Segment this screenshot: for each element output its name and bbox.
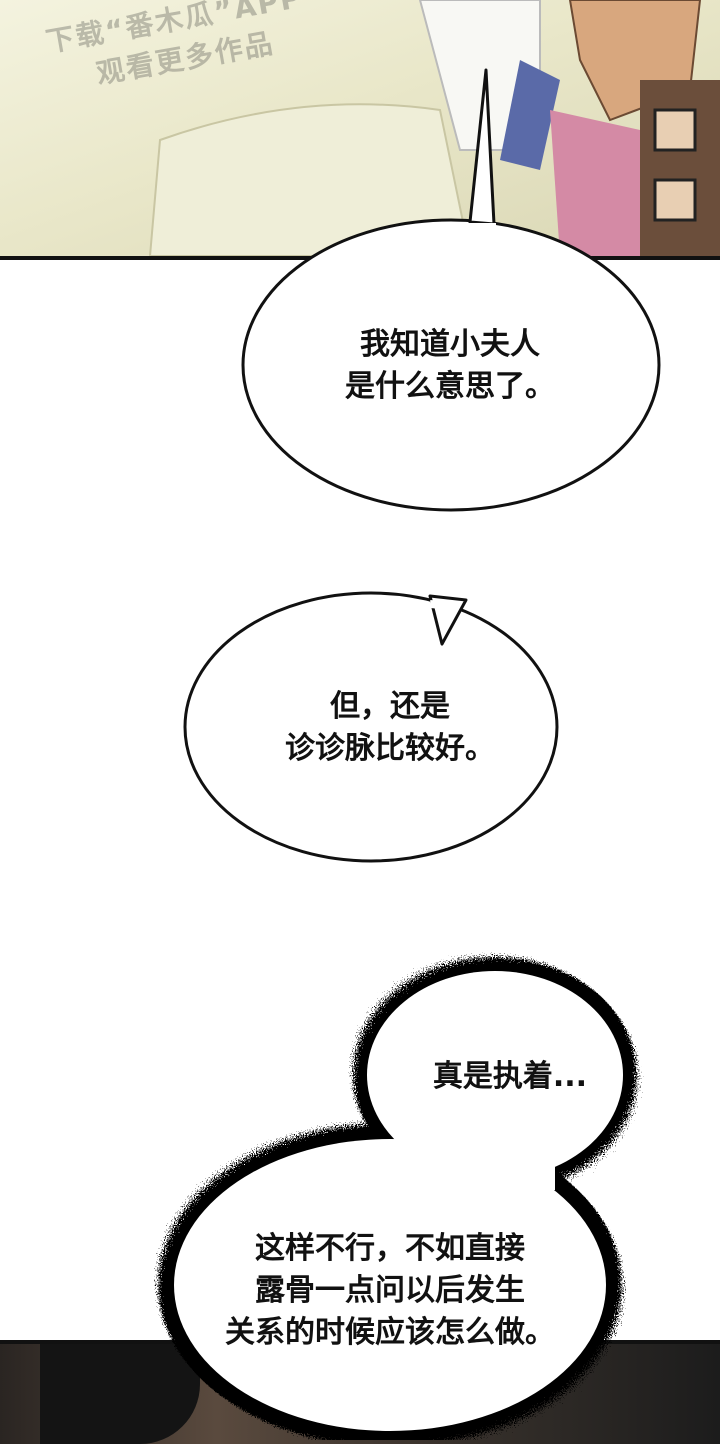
bubble-2-text: 但，还是 诊诊脉比较好。 — [240, 686, 540, 770]
bubble-2-line-1: 但，还是 — [330, 689, 450, 724]
top-panel-figures — [148, 0, 720, 256]
bubble-4-line-3: 关系的时候应该怎么做。 — [225, 1315, 555, 1350]
bubble-3-line-1: 真是执着... — [432, 1059, 588, 1094]
bubble-1-line-1: 我知道小夫人 — [360, 327, 540, 362]
bubble-4-text: 这样不行，不如直接 露骨一点问以后发生 关系的时候应该怎么做。 — [190, 1228, 590, 1354]
spiky-bubble-group — [158, 957, 637, 1440]
speech-bubble-2 — [183, 591, 559, 863]
bubble-4-line-2: 露骨一点问以后发生 — [255, 1273, 525, 1308]
bubble-1-text: 我知道小夫人 是什么意思了。 — [300, 324, 600, 408]
bubble-1-line-2: 是什么意思了。 — [345, 369, 555, 404]
speech-bubble-1 — [241, 68, 661, 512]
character-hair — [40, 1344, 200, 1444]
bubble-4-line-1: 这样不行，不如直接 — [255, 1231, 525, 1266]
top-panel-art: 下载“番木瓜”APP 观看更多作品 — [0, 0, 720, 260]
bubble-3-text: 真是执着... — [400, 1056, 620, 1098]
bubble-2-line-2: 诊诊脉比较好。 — [285, 731, 495, 766]
